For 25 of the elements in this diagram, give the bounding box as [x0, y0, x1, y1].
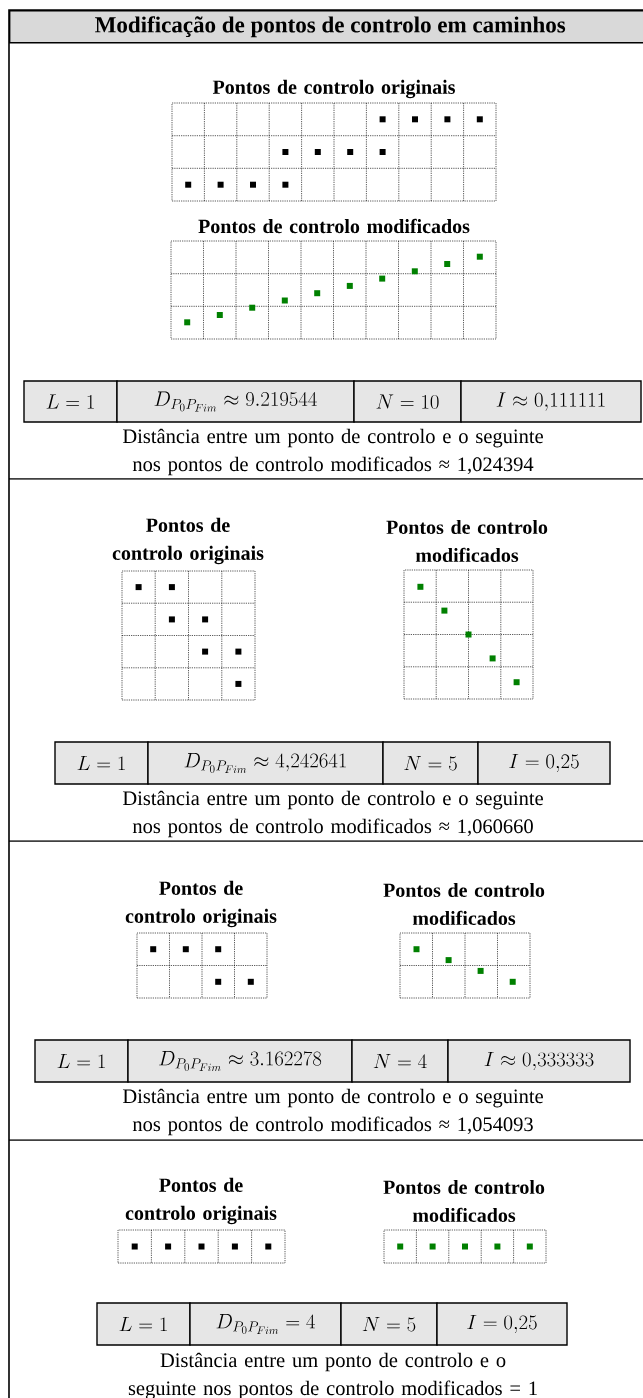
value-cell: $L = 1$: [96, 1302, 191, 1346]
value-cell: $I \approx 0{,}111111$: [460, 380, 642, 423]
value-cell: $D_{P_0P_{Fim}} = 4$: [189, 1302, 342, 1346]
value-cell: $N = 5$: [340, 1302, 438, 1346]
caption: Distância entre um ponto de controlo e o seguinte nos pontos de controlo modificados ≈ 1,054093: [122, 1088, 543, 1136]
grid-heading: Pontos de controlo modificados: [383, 882, 545, 926]
title-band: Modificação de pontos de controlo em caminhos: [9, 10, 643, 44]
value-cell: $L = 1$: [54, 741, 149, 785]
caption: Distância entre um ponto de controlo e o seguinte nos pontos de controlo modificados ≈ 1,024394: [122, 428, 543, 476]
grid-heading: Pontos de controlo originais: [125, 880, 277, 928]
grid-heading: Pontos de controlo originais: [112, 517, 264, 565]
value-cell: $N = 10$: [353, 380, 462, 423]
grid-heading: Pontos de controlo modificados: [386, 519, 548, 563]
value-cell: $L = 1$: [23, 380, 118, 423]
grid-heading: Pontos de controlo modificados: [383, 1180, 545, 1223]
value-cell: $I = 0{,}25$: [436, 1302, 568, 1346]
value-cell: $N = 5$: [382, 741, 479, 785]
grid-heading: Pontos de controlo originais: [125, 1177, 277, 1225]
grid-heading: Pontos de controlo modificados: [198, 218, 470, 234]
value-cell: $I \approx 0{,}333333$: [447, 1039, 631, 1083]
value-cell: $L = 1$: [34, 1039, 129, 1083]
caption: Distância entre um ponto de controlo e o seguinte nos pontos de controlo modificados ≈ 1,060660: [122, 790, 543, 838]
value-cell: $N = 4$: [351, 1039, 449, 1083]
value-cell: $I = 0{,}25$: [477, 741, 611, 785]
grid-heading: Pontos de controlo originais: [212, 79, 455, 99]
